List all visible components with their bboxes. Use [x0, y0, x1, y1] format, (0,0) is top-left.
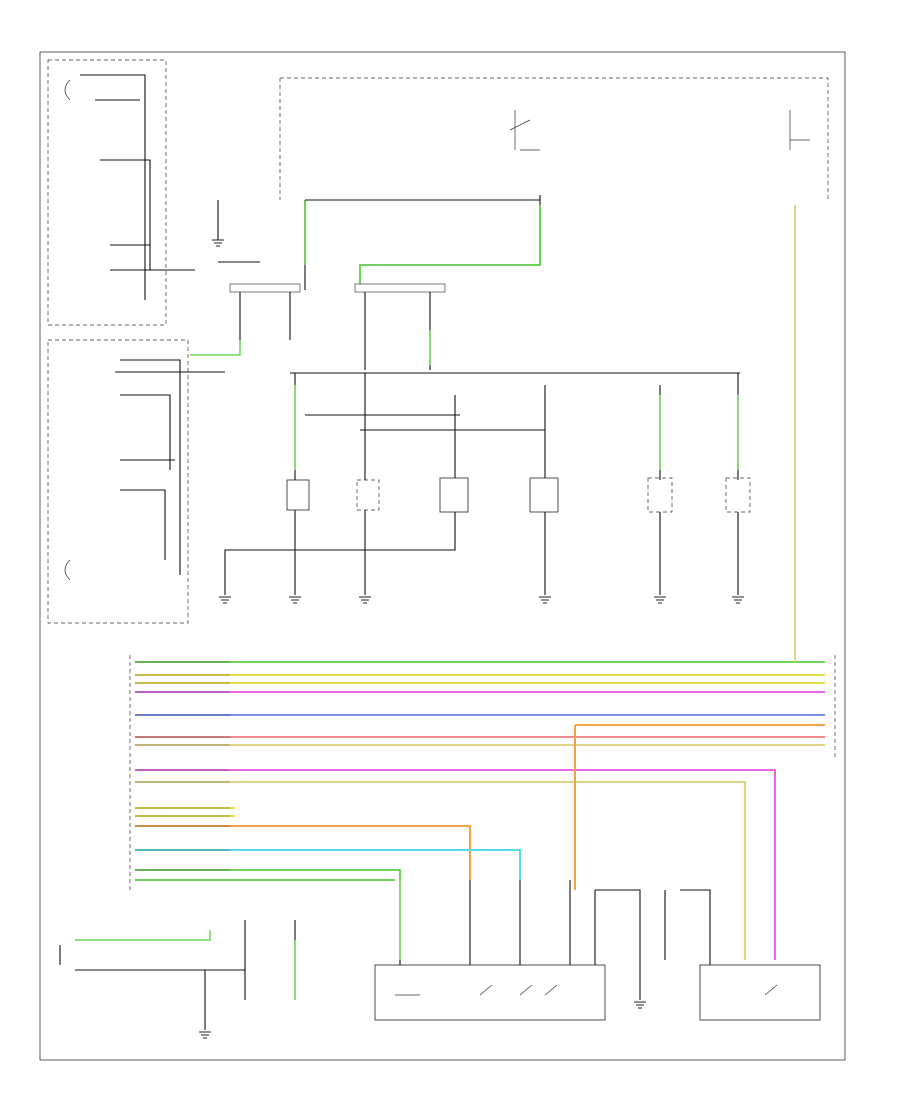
body-control-module-connector	[129, 655, 836, 890]
ground-symbol-upper	[212, 200, 260, 263]
feed-wires	[304, 195, 796, 660]
headlamp-switch	[374, 964, 606, 1021]
page-frame	[39, 51, 846, 1061]
ground-bus	[290, 372, 740, 431]
lower-black-wires	[59, 880, 711, 1039]
wire-green-2	[135, 869, 401, 880]
wire-cyan-1	[135, 849, 521, 880]
front-fuse-block-outline	[279, 77, 829, 200]
right-headlamp-assembly	[47, 59, 225, 624]
lamp-modules	[224, 373, 751, 595]
wire-orange-1	[135, 825, 471, 880]
fog-lamp-switch	[699, 964, 821, 1021]
ground-symbols-row	[219, 596, 744, 604]
wire-magenta-2	[135, 769, 776, 960]
splice-packs	[190, 283, 446, 370]
bcm-harness-wires	[135, 660, 825, 960]
wire-tan-2	[135, 781, 746, 960]
